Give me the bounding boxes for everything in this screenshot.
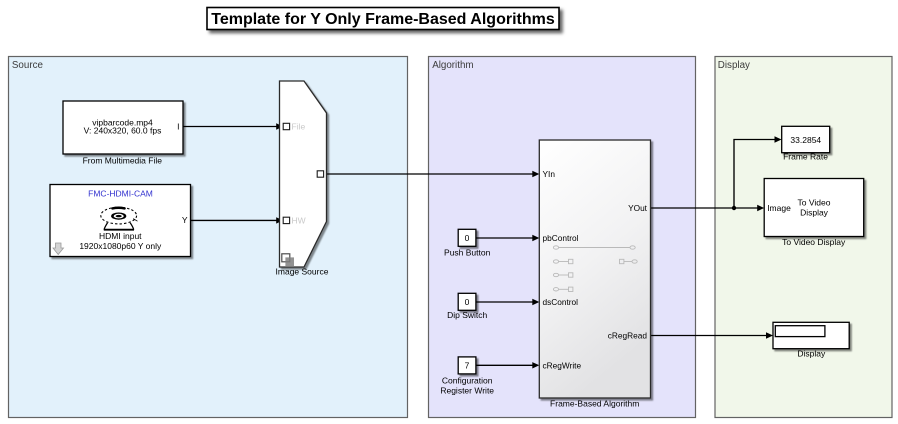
svg-text:Y: Y: [182, 215, 188, 225]
svg-text:Display: Display: [800, 207, 829, 217]
svg-text:0: 0: [465, 233, 470, 243]
svg-text:Algorithm: Algorithm: [432, 60, 473, 71]
svg-text:Frame Rate: Frame Rate: [783, 152, 828, 162]
svg-text:FMC-HDMI-CAM: FMC-HDMI-CAM: [88, 189, 153, 199]
svg-text:To Video Display: To Video Display: [782, 237, 846, 247]
svg-text:I: I: [177, 122, 179, 132]
svg-text:HDMI input: HDMI input: [99, 231, 142, 241]
svg-text:Image Source: Image Source: [276, 267, 329, 277]
svg-text:pbControl: pbControl: [543, 233, 579, 243]
svg-text:Configuration: Configuration: [442, 375, 493, 385]
svg-text:V: 240x320, 60.0 fps: V: 240x320, 60.0 fps: [84, 125, 162, 135]
svg-text:33.2854: 33.2854: [790, 135, 821, 145]
svg-text:YOut: YOut: [628, 203, 648, 213]
svg-text:From Multimedia File: From Multimedia File: [83, 156, 163, 166]
svg-text:Push Button: Push Button: [444, 248, 491, 258]
svg-text:To Video: To Video: [798, 198, 831, 208]
svg-text:cRegRead: cRegRead: [608, 331, 648, 341]
svg-text:Template for Y Only Frame-Base: Template for Y Only Frame-Based Algorith…: [211, 11, 555, 28]
svg-text:YIn: YIn: [543, 169, 556, 179]
svg-text:vipbarcode.mp4: vipbarcode.mp4: [92, 118, 153, 128]
svg-text:Source: Source: [12, 60, 44, 71]
svg-text:Display: Display: [797, 349, 826, 359]
svg-text:7: 7: [465, 361, 470, 371]
svg-text:File: File: [292, 122, 306, 132]
svg-text:cRegWrite: cRegWrite: [543, 360, 582, 370]
svg-text:dsControl: dsControl: [543, 297, 579, 307]
svg-text:0: 0: [465, 297, 470, 307]
svg-text:Register Write: Register Write: [440, 385, 494, 395]
svg-text:Dip Switch: Dip Switch: [447, 310, 487, 320]
svg-text:Frame-Based Algorithm: Frame-Based Algorithm: [550, 399, 639, 409]
svg-text:Display: Display: [718, 60, 750, 71]
svg-text:Image: Image: [767, 203, 791, 213]
svg-text:HW: HW: [292, 215, 306, 225]
svg-text:1920x1080p60 Y only: 1920x1080p60 Y only: [79, 241, 162, 251]
